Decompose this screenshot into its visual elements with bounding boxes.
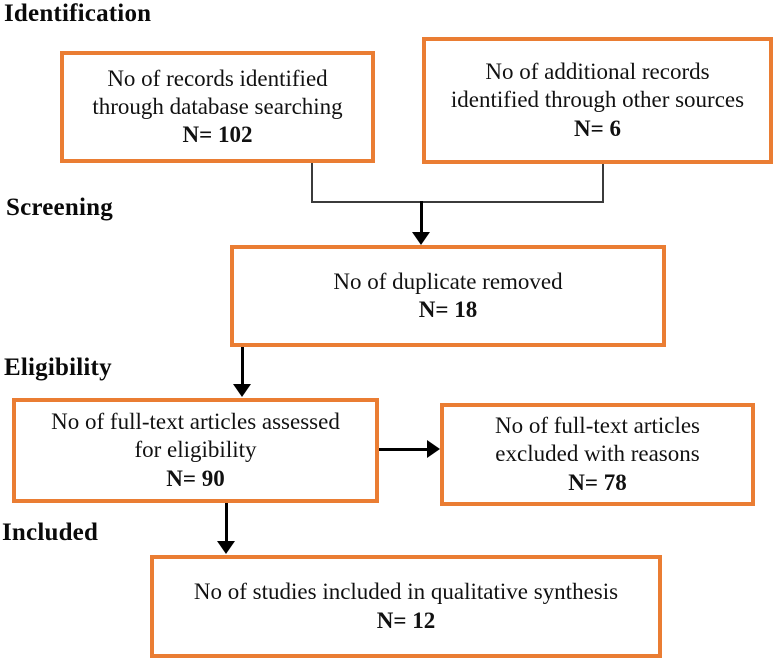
box-duplicates-removed-text: No of duplicate removed: [333, 268, 563, 294]
arrow-shaft: [225, 503, 228, 542]
stage-label-eligibility: Eligibility: [4, 354, 112, 381]
box-additional-records-text: No of additional records identified thro…: [450, 59, 745, 113]
arrowhead-down-icon: [412, 232, 430, 245]
stage-label-included: Included: [2, 519, 99, 546]
arrowhead-down-icon: [217, 541, 235, 554]
box-duplicates-removed-count: N= 18: [418, 297, 478, 322]
box-additional-records-count: N= 6: [574, 115, 621, 141]
box-additional-records: No of additional records identified thro…: [422, 37, 773, 164]
connector-merge-horizontal: [311, 201, 604, 203]
box-fulltext-excluded-text: No of full-text articles excluded with r…: [494, 413, 700, 467]
box-fulltext-assessed: No of full-text articles assessed for el…: [12, 398, 379, 503]
box-fulltext-assessed-count: N= 90: [166, 465, 225, 491]
arrow-shaft: [241, 347, 244, 385]
box-studies-included-text: No of studies included in qualitative sy…: [193, 579, 619, 605]
box-records-identified-count: N= 102: [182, 122, 253, 148]
arrowhead-down-icon: [233, 384, 251, 397]
arrowhead-right-icon: [427, 440, 440, 458]
box-fulltext-assessed-text: No of full-text articles assessed for el…: [51, 409, 340, 463]
arrow-shaft: [420, 201, 423, 233]
connector-from-additional-records: [602, 164, 604, 202]
arrow-shaft: [379, 448, 428, 451]
stage-label-identification: Identification: [4, 0, 152, 27]
box-studies-included: No of studies included in qualitative sy…: [150, 555, 662, 658]
stage-label-screening: Screening: [6, 194, 113, 221]
box-studies-included-count: N= 12: [376, 607, 436, 633]
box-fulltext-excluded-count: N= 78: [568, 469, 627, 495]
box-duplicates-removed: No of duplicate removed N= 18: [230, 245, 666, 347]
connector-from-records-identified: [311, 163, 313, 202]
box-records-identified: No of records identified through databas…: [60, 51, 375, 163]
box-fulltext-excluded: No of full-text articles excluded with r…: [440, 403, 755, 506]
box-records-identified-text: No of records identified through databas…: [92, 65, 343, 119]
